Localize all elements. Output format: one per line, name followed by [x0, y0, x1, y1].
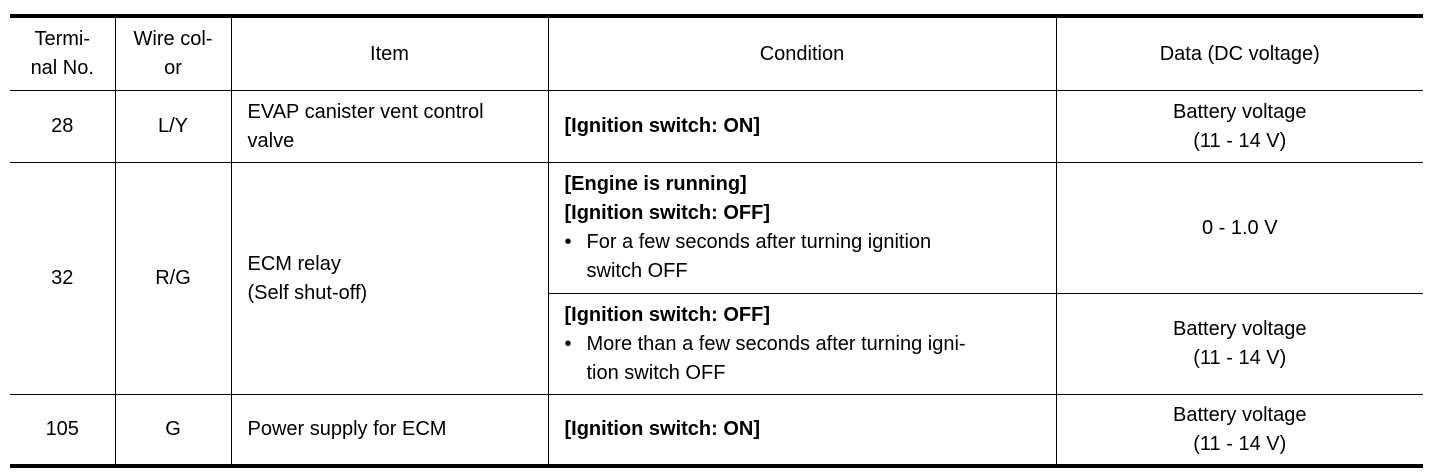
data-line1: Battery voltage	[1173, 318, 1307, 340]
header-item: Item	[230, 15, 549, 91]
bullet-icon: •	[564, 231, 572, 253]
item-line1: ECM relay	[247, 252, 341, 275]
ecm-terminal-table: Termi- nal No. Wire col- or Item Conditi…	[10, 14, 1423, 468]
data-line2: (11 - 14 V)	[1193, 432, 1287, 455]
header-wire-line1: Wire col-	[133, 28, 213, 50]
condition-bold: [Ignition switch: ON]	[564, 115, 761, 137]
item-line1: EVAP canister vent control	[247, 100, 484, 123]
header-terminal-line1: Termi-	[34, 28, 91, 50]
terminal-cell: 32	[10, 162, 116, 395]
terminal-cell: 28	[10, 90, 116, 163]
condition-cell: [Ignition switch: OFF] • More than a few…	[548, 293, 1057, 395]
table-row: 28 L/Y EVAP canister vent control valve …	[10, 90, 1423, 163]
header-terminal-no: Termi- nal No.	[10, 15, 116, 91]
wire-color-cell: L/Y	[114, 90, 232, 163]
bullet-icon: •	[564, 332, 572, 355]
data-cell: Battery voltage (11 - 14 V)	[1055, 90, 1423, 163]
bullet-text-line2: tion switch OFF	[586, 361, 726, 384]
condition-bold: [Ignition switch: OFF]	[564, 303, 771, 326]
condition-bold: [Ignition switch: ON]	[564, 418, 761, 440]
bullet-text-line1: For a few seconds after turning ignition	[586, 231, 932, 253]
condition-bold: [Ignition switch: OFF]	[564, 202, 771, 224]
item-cell: EVAP canister vent control valve	[230, 90, 549, 163]
bullet-text-line2: switch OFF	[586, 260, 688, 282]
table-header-row: Termi- nal No. Wire col- or Item Conditi…	[10, 15, 1423, 91]
table-row: 32 R/G ECM relay (Self shut-off) [Engine…	[10, 162, 1423, 395]
condition-cell: [Ignition switch: ON]	[547, 90, 1057, 163]
wire-color-cell: R/G	[114, 162, 232, 395]
condition-bullet: • For a few seconds after turning igniti…	[565, 228, 1040, 286]
table-row: 105 G Power supply for ECM [Ignition swi…	[10, 394, 1423, 467]
data-cell: 0 - 1.0 V	[1055, 162, 1423, 294]
terminal-cell: 105	[10, 394, 116, 467]
data-line2: (11 - 14 V)	[1193, 129, 1287, 152]
item-line2: valve	[247, 129, 295, 152]
data-cell: Battery voltage (11 - 14 V)	[1055, 394, 1423, 467]
wire-color-cell: G	[114, 394, 232, 467]
data-cell: Battery voltage (11 - 14 V)	[1055, 293, 1423, 395]
item-line2: (Self shut-off)	[247, 281, 368, 304]
bullet-text-line1: More than a few seconds after turning ig…	[586, 332, 966, 355]
data-line2: (11 - 14 V)	[1193, 347, 1287, 369]
condition-bullet: • More than a few seconds after turning …	[565, 330, 1040, 388]
data-line1: Battery voltage	[1173, 403, 1307, 426]
header-wire-line2: or	[164, 57, 182, 79]
table-row: [Ignition switch: OFF] • More than a few…	[10, 293, 1423, 395]
item-cell: Power supply for ECM	[230, 394, 549, 467]
item-cell: ECM relay (Self shut-off)	[230, 162, 549, 395]
header-wire-color: Wire col- or	[114, 15, 232, 91]
header-condition: Condition	[547, 15, 1057, 91]
header-terminal-line2: nal No.	[30, 57, 94, 79]
header-data: Data (DC voltage)	[1055, 15, 1423, 91]
condition-cell: [Engine is running] [Ignition switch: OF…	[547, 162, 1057, 294]
bullet-text: More than a few seconds after turning ig…	[587, 330, 966, 388]
terminal-table-container: Termi- nal No. Wire col- or Item Conditi…	[10, 14, 1423, 468]
condition-bold: [Engine is running]	[564, 173, 747, 195]
data-line1: Battery voltage	[1173, 100, 1307, 123]
bullet-text: For a few seconds after turning ignition…	[587, 228, 932, 286]
condition-cell: [Ignition switch: ON]	[547, 394, 1057, 467]
